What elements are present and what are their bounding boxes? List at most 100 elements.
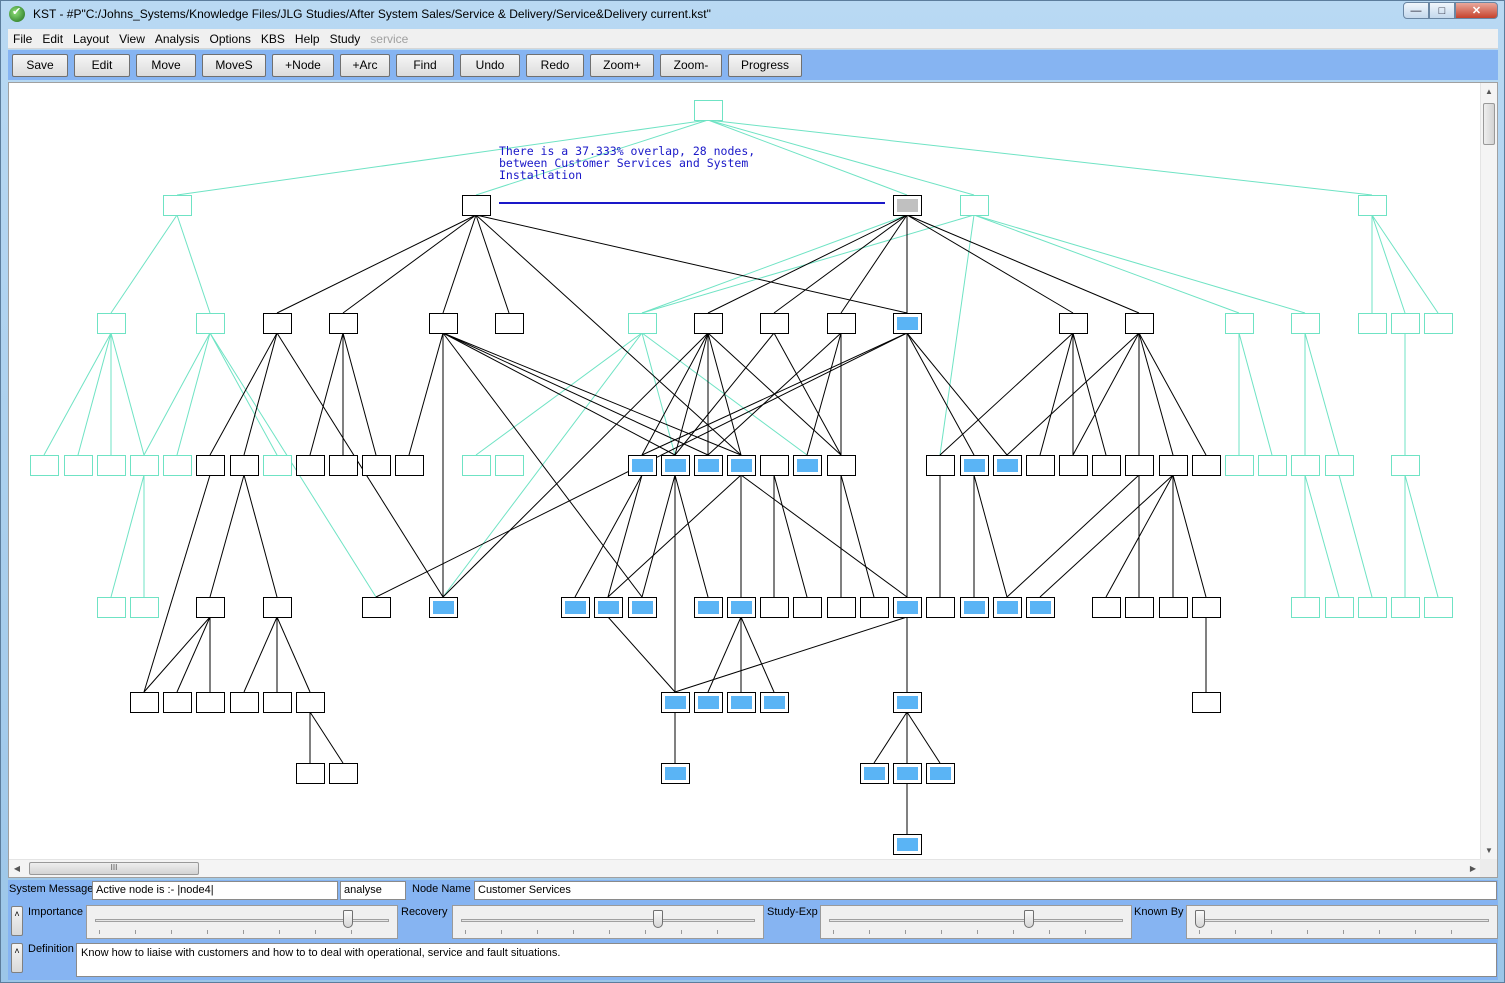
redo-button[interactable]: Redo xyxy=(526,53,584,77)
node-name-field[interactable]: Customer Services xyxy=(474,881,1497,900)
recovery-slider[interactable] xyxy=(452,905,764,939)
node-box[interactable] xyxy=(296,692,325,713)
graph-node[interactable] xyxy=(893,763,922,784)
graph-node[interactable] xyxy=(694,100,723,121)
node-box[interactable] xyxy=(827,455,856,476)
node-box[interactable] xyxy=(1192,692,1221,713)
graph-node[interactable] xyxy=(860,763,889,784)
progress-button[interactable]: Progress xyxy=(728,53,802,77)
node-box[interactable] xyxy=(1291,455,1320,476)
node-box[interactable] xyxy=(1391,313,1420,334)
node-box[interactable] xyxy=(926,597,955,618)
horizontal-scrollbar[interactable]: ◀ III ▶ xyxy=(9,859,1481,877)
graph-node[interactable] xyxy=(263,313,292,334)
graph-node[interactable] xyxy=(196,455,225,476)
graph-node[interactable] xyxy=(926,597,955,618)
expand-sliders-icon[interactable]: ˄ xyxy=(11,906,23,936)
graph-node[interactable] xyxy=(926,763,955,784)
graph-node[interactable] xyxy=(196,597,225,618)
close-icon[interactable]: ✕ xyxy=(1455,2,1498,19)
graph-node[interactable] xyxy=(163,195,192,216)
graph-node[interactable] xyxy=(760,455,789,476)
node-box[interactable] xyxy=(1059,455,1088,476)
graph-node[interactable] xyxy=(694,455,723,476)
study-exp-slider[interactable] xyxy=(820,905,1132,939)
knowledge-graph[interactable] xyxy=(9,83,1481,859)
graph-node[interactable] xyxy=(694,313,723,334)
graph-node[interactable] xyxy=(329,313,358,334)
add-node-button[interactable]: +Node xyxy=(272,53,334,77)
node-box[interactable] xyxy=(1125,455,1154,476)
graph-node[interactable] xyxy=(893,195,922,216)
known-by-slider-thumb[interactable] xyxy=(1195,910,1205,928)
node-box[interactable] xyxy=(1424,313,1453,334)
graph-node[interactable] xyxy=(1159,597,1188,618)
graph-node[interactable] xyxy=(661,763,690,784)
graph-node[interactable] xyxy=(296,692,325,713)
graph-node[interactable] xyxy=(827,455,856,476)
graph-node[interactable] xyxy=(1391,455,1420,476)
horizontal-scroll-thumb[interactable]: III xyxy=(29,862,199,875)
graph-node[interactable] xyxy=(263,692,292,713)
undo-button[interactable]: Undo xyxy=(460,53,520,77)
find-button[interactable]: Find xyxy=(396,53,454,77)
node-box[interactable] xyxy=(462,195,491,216)
node-box[interactable] xyxy=(230,455,259,476)
graph-node[interactable] xyxy=(1358,597,1387,618)
graph-node[interactable] xyxy=(760,313,789,334)
graph-node[interactable] xyxy=(760,597,789,618)
graph-node[interactable] xyxy=(1192,455,1221,476)
graph-node[interactable] xyxy=(893,597,922,618)
node-box[interactable] xyxy=(163,455,192,476)
node-box[interactable] xyxy=(1258,455,1287,476)
menu-file[interactable]: File xyxy=(13,31,33,46)
graph-nodes[interactable] xyxy=(30,100,1453,855)
graph-node[interactable] xyxy=(1291,455,1320,476)
graph-node[interactable] xyxy=(1225,313,1254,334)
graph-node[interactable] xyxy=(296,455,325,476)
graph-node[interactable] xyxy=(1125,313,1154,334)
menu-options[interactable]: Options xyxy=(209,31,251,46)
graph-node[interactable] xyxy=(860,597,889,618)
graph-node[interactable] xyxy=(1125,597,1154,618)
node-box[interactable] xyxy=(1325,597,1354,618)
node-box[interactable] xyxy=(1125,597,1154,618)
node-box[interactable] xyxy=(263,313,292,334)
node-box[interactable] xyxy=(694,100,723,121)
graph-node[interactable] xyxy=(495,455,524,476)
graph-node[interactable] xyxy=(1358,313,1387,334)
node-box[interactable] xyxy=(1358,597,1387,618)
graph-node[interactable] xyxy=(1026,597,1055,618)
menu-layout[interactable]: Layout xyxy=(73,31,110,46)
graph-node[interactable] xyxy=(130,597,159,618)
graph-node[interactable] xyxy=(793,597,822,618)
graph-node[interactable] xyxy=(495,313,524,334)
graph-node[interactable] xyxy=(661,455,690,476)
graph-node[interactable] xyxy=(395,455,424,476)
graph-node[interactable] xyxy=(130,692,159,713)
node-box[interactable] xyxy=(1391,455,1420,476)
graph-node[interactable] xyxy=(296,763,325,784)
moves-button[interactable]: MoveS xyxy=(202,53,266,77)
graph-node[interactable] xyxy=(1325,455,1354,476)
node-box[interactable] xyxy=(1092,455,1121,476)
menu-kbs[interactable]: KBS xyxy=(260,31,285,46)
graph-node[interactable] xyxy=(196,692,225,713)
graph-node[interactable] xyxy=(993,597,1022,618)
graph-node[interactable] xyxy=(429,313,458,334)
node-box[interactable] xyxy=(1291,597,1320,618)
graph-node[interactable] xyxy=(1391,597,1420,618)
graph-node[interactable] xyxy=(362,597,391,618)
graph-node[interactable] xyxy=(760,692,789,713)
graph-node[interactable] xyxy=(97,455,126,476)
node-box[interactable] xyxy=(263,597,292,618)
graph-node[interactable] xyxy=(263,597,292,618)
zoom-in-button[interactable]: Zoom+ xyxy=(590,53,654,77)
graph-node[interactable] xyxy=(628,597,657,618)
node-box[interactable] xyxy=(130,692,159,713)
node-box[interactable] xyxy=(263,692,292,713)
graph-node[interactable] xyxy=(661,692,690,713)
menu-view[interactable]: View xyxy=(119,31,145,46)
node-box[interactable] xyxy=(1159,455,1188,476)
node-box[interactable] xyxy=(97,455,126,476)
